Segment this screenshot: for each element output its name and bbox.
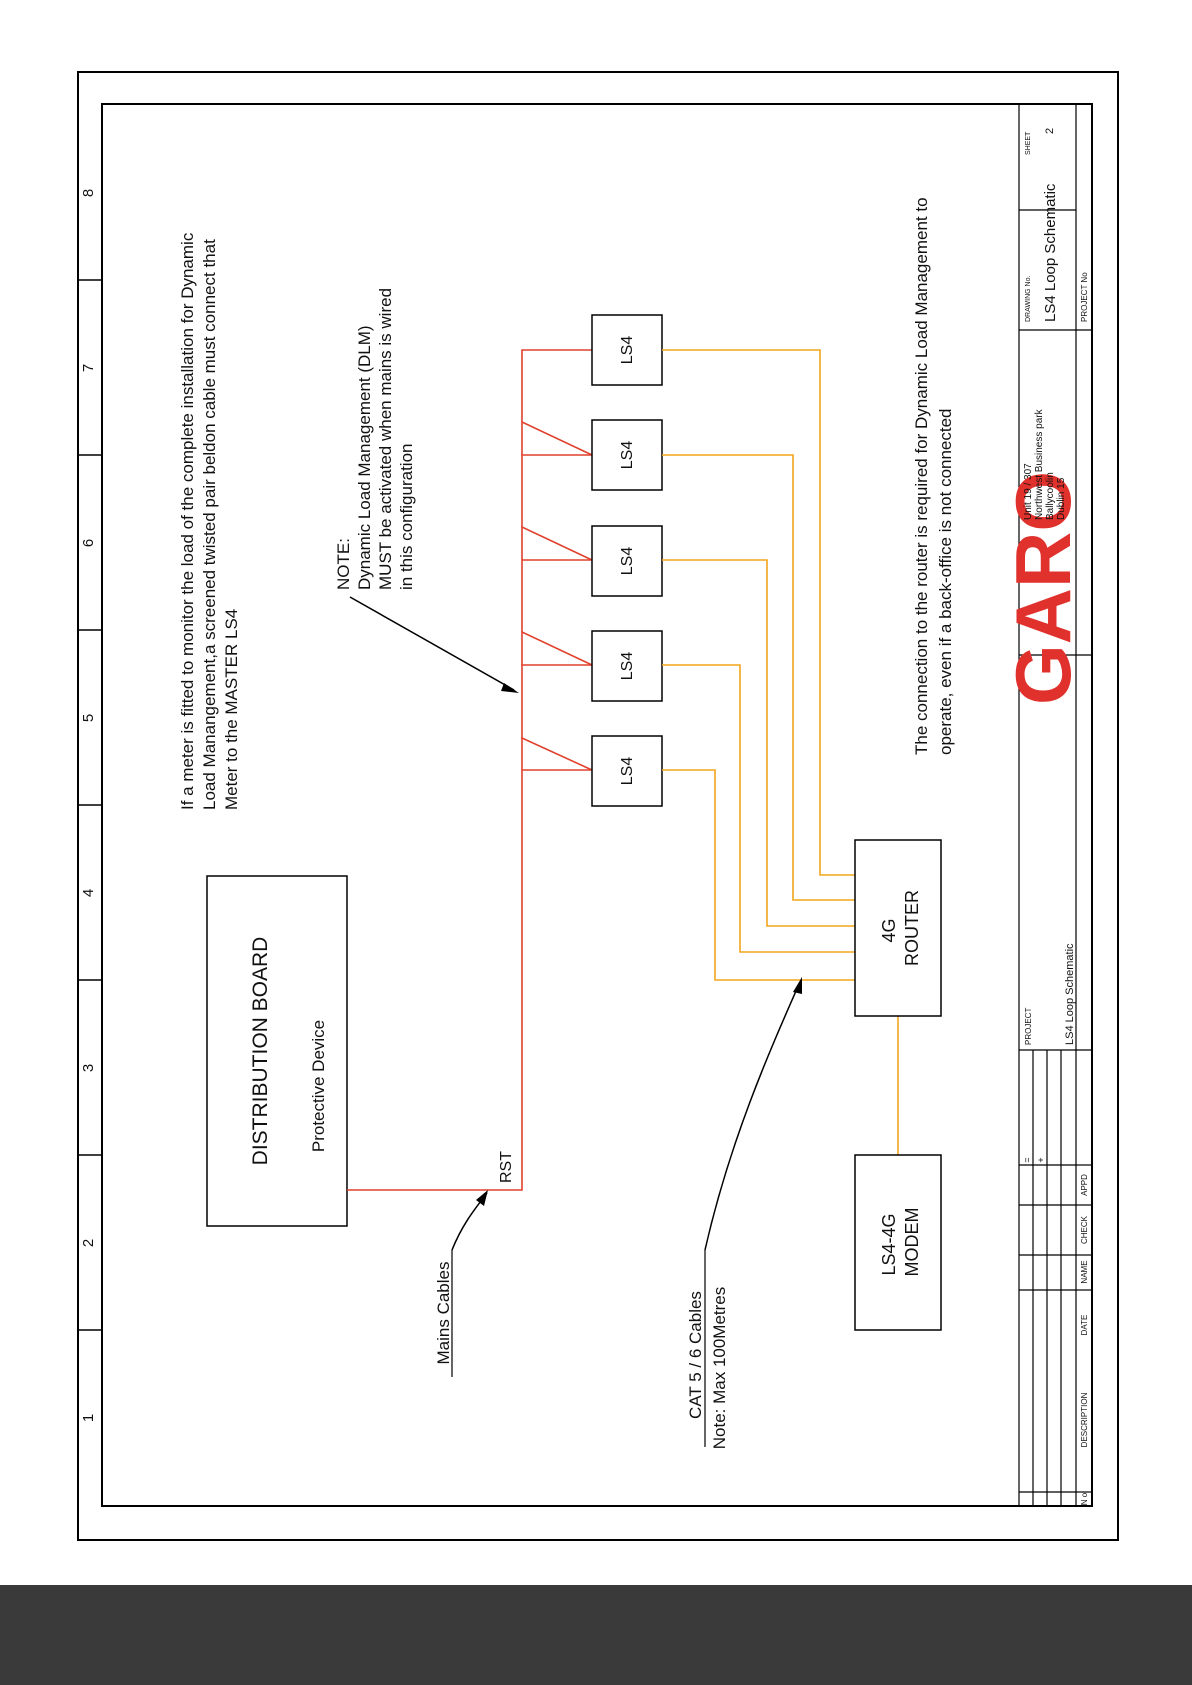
meter-note-line-1: If a meter is fitted to monitor the load… [178,232,197,810]
ls4-unit-5-label: LS4 [619,336,636,365]
ls4-unit-1-label: LS4 [619,757,636,786]
sheet-header: SHEET [1025,131,1032,155]
outer-frame [77,71,1119,1541]
rev-mark-2: + [1036,1157,1046,1162]
dlm-note-line-4: in this configuration [397,444,416,590]
ls4-unit-4: LS4 [591,419,663,491]
viewer-bottom-bar [0,1585,1192,1685]
address-line-1: Unit 19 / 307 [1023,463,1034,520]
address-block: Unit 19 / 307 Northwest Business park Ba… [1023,407,1067,520]
dlm-note-line-3: MUST be activated when mains is wired [376,288,395,590]
rev-header-appd: APPD [1080,1174,1089,1196]
ls4-unit-4-label: LS4 [619,441,636,470]
dlm-note: NOTE: Dynamic Load Management (DLM) MUST… [334,283,416,590]
grid-ticks [78,279,102,1331]
project-no-header: PROJECT No [1080,272,1089,322]
dlm-note-line-2: Dynamic Load Management (DLM) [355,325,374,590]
ls4-4g-modem: LS4-4G MODEM [854,1154,942,1331]
rev-header-name: NAME [1080,1260,1089,1283]
rev-header-check: CHECK [1080,1215,1089,1244]
distribution-board: DISTRIBUTION BOARD Protective Device [206,875,348,1227]
router-label: 4G ROUTER [879,890,922,966]
router-note-line-2: operate, even if a back-office is not co… [936,408,955,755]
address-line-2: Northwest Business park [1034,408,1045,520]
garo-logo: GARO [999,471,1087,705]
ls4-unit-1: LS4 [591,735,663,807]
mains-wiring [347,349,593,1191]
address-line-4: Dublin 15 [1056,477,1067,520]
sheet-value: 2 [1044,128,1056,134]
ls4-unit-3-label: LS4 [619,547,636,576]
schematic-drawing-sheet: 1 2 3 4 5 6 7 8 If a meter is fitted to … [77,71,1119,1541]
cat-cables-note: Note: Max 100Metres [710,1287,729,1450]
router-note-line-1: The connection to the router is required… [912,197,931,755]
router-label-line-2: ROUTER [902,890,922,966]
meter-note: If a meter is fitted to monitor the load… [178,228,241,810]
garo-logo-text: GARO [999,471,1087,705]
distribution-board-subtitle: Protective Device [309,1020,328,1152]
grid-number-3: 3 [80,1064,97,1072]
meter-note-line-3: Meter to the MASTER LS4 [222,609,241,810]
rst-label: RST [498,1151,515,1183]
dlm-note-line-1: NOTE: [334,538,353,590]
mains-cables-arrow [451,1190,488,1251]
title-block [1018,104,1092,1506]
meter-note-line-2: Load Manangement,a screened twisted pair… [200,239,219,810]
cat-cables-arrow [704,977,802,1251]
ls4-unit-2-label: LS4 [619,652,636,681]
ls4-unit-2: LS4 [591,630,663,702]
cat-cables-label: CAT 5 / 6 Cables [686,1291,705,1419]
modem-label-line-1: LS4-4G [879,1213,899,1275]
drawing-no-header: DRAWING No. [1025,276,1032,322]
mains-cables-label: Mains Cables [434,1262,453,1365]
ls4-unit-5: LS4 [591,314,663,386]
distribution-board-title: DISTRIBUTION BOARD [249,937,272,1166]
ls4-unit-3: LS4 [591,525,663,597]
rev-header-description: DESCRIPTION [1080,1392,1089,1447]
grid-number-2: 2 [80,1239,97,1247]
rev-mark-1: = [1022,1157,1032,1162]
project-value: LS4 Loop Schematic [1064,943,1076,1045]
grid-number-6: 6 [80,539,97,547]
project-header: PROJECT [1024,1008,1033,1045]
rev-header-no: N o [1080,1492,1089,1505]
grid-number-8: 8 [80,189,97,197]
grid-number-5: 5 [80,714,97,722]
modem-label-line-2: MODEM [902,1208,922,1277]
grid-numbers: 1 2 3 4 5 6 7 8 [80,189,97,1422]
grid-number-7: 7 [80,364,97,372]
router-label-line-1: 4G [879,919,899,943]
rev-header-date: DATE [1080,1315,1089,1336]
drawing-no-value: LS4 Loop Schematic [1042,183,1059,322]
modem-label: LS4-4G MODEM [879,1208,922,1277]
revision-table: N o DESCRIPTION DATE NAME CHECK APPD = + [1022,1157,1089,1505]
data-wiring [662,349,899,1155]
router-note: The connection to the router is required… [912,193,955,755]
dlm-note-arrow [349,596,519,693]
router-4g: 4G ROUTER [854,839,942,1017]
address-line-3: Ballycoolin [1045,472,1056,520]
grid-number-4: 4 [80,889,97,897]
grid-number-1: 1 [80,1414,97,1422]
